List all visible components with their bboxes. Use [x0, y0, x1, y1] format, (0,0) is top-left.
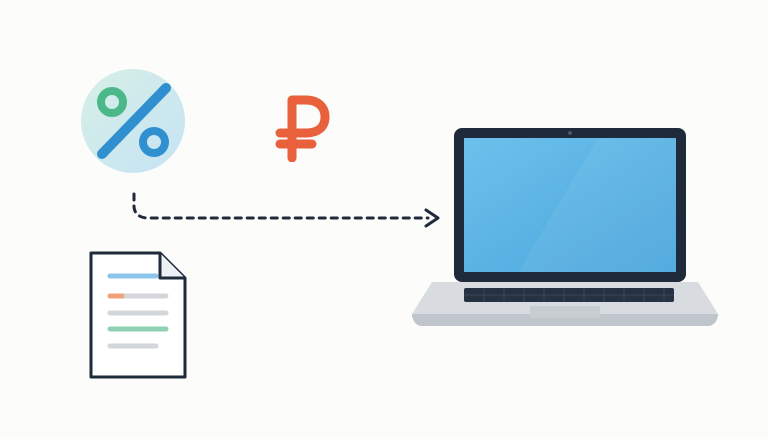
ruble-sign-icon	[270, 92, 332, 162]
laptop-icon	[408, 126, 722, 330]
document-icon	[88, 250, 188, 380]
percent-badge-icon	[80, 68, 186, 174]
dashed-arrow-icon	[128, 190, 448, 232]
